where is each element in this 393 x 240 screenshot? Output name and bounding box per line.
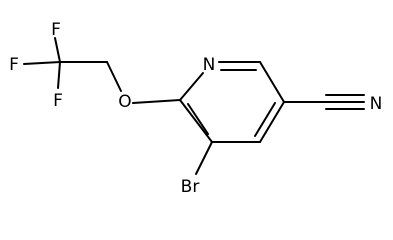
atom-label-f3: F [53, 91, 63, 111]
bond-c3-c2 [179, 99, 213, 143]
bond-f1-cf3 [54, 37, 61, 63]
atom-label-f1: F [51, 20, 61, 40]
atom-label-f2: F [9, 55, 19, 75]
atom-label-br: Br [181, 177, 200, 197]
bond-ch2-o [106, 61, 122, 92]
bond-c2-n1 [179, 72, 204, 101]
bond-c6-c5 [259, 61, 285, 103]
bond-f3-cf3 [57, 61, 61, 89]
molecule-structure-diagram: F F F O N N Br [9, 20, 383, 197]
atom-label-ring-n: N [203, 55, 216, 75]
bond-c3-br [195, 141, 213, 175]
bond-c5-c4-double [254, 102, 276, 137]
bond-o-ring [132, 99, 181, 104]
atom-label-o: O [118, 92, 131, 112]
bond-c5-c4 [259, 101, 285, 143]
atom-label-nitrile-n: N [370, 94, 383, 114]
bond-c3-c2-double [187, 103, 209, 135]
bond-f2-cf3 [23, 61, 61, 65]
